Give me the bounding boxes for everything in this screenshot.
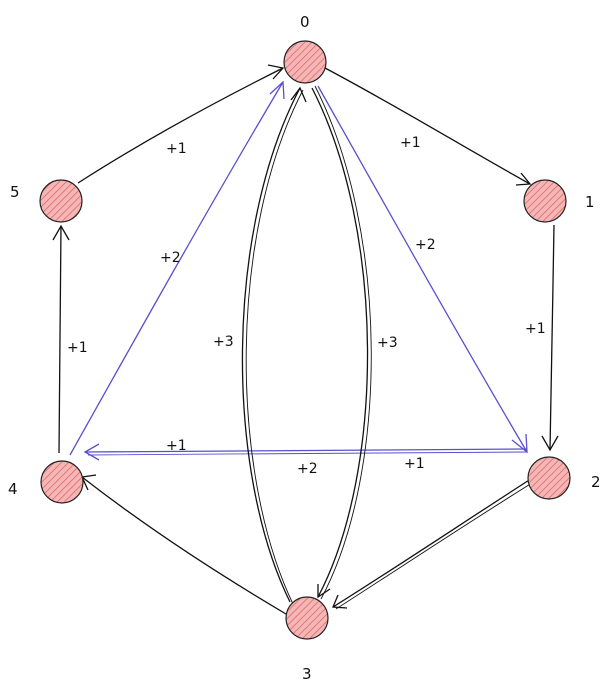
node-5-circle — [39, 179, 83, 223]
edge-2-3-line-b — [335, 477, 541, 610]
edge-5-0-arrowhead — [267, 64, 285, 80]
edge-0-2-label: +2 — [415, 237, 436, 253]
node-5: 5 — [10, 179, 83, 223]
edge-0-1-line — [324, 67, 531, 185]
edge-2-3-arrowhead — [332, 594, 348, 609]
edge-1-2-label: +1 — [525, 321, 546, 337]
edge-3-to-0: +3 — [213, 86, 307, 605]
node-2-label: 2 — [591, 473, 601, 491]
edge-0-3-line-b — [314, 85, 372, 600]
edge-4-0-line — [69, 81, 284, 456]
edge-0-1-label: +1 — [400, 135, 421, 151]
edge-4-0-arrowhead — [269, 80, 285, 100]
node-1-label: 1 — [585, 193, 595, 211]
edge-0-to-1: +1 — [324, 67, 532, 186]
edge-2-4-label: +2 — [297, 461, 318, 477]
edge-4-5-arrowhead — [52, 224, 70, 241]
edge-2-3-label: +1 — [404, 456, 425, 472]
edge-3-4-line — [81, 476, 287, 615]
edge-4-to-5: +1 — [52, 224, 88, 454]
node-0: 0 — [283, 13, 327, 84]
edge-3-0-label: +3 — [213, 334, 234, 350]
edge-4-to-0: +2 — [69, 80, 285, 456]
edge-5-to-0: +1 — [77, 64, 285, 184]
edge-0-1-arrowhead — [515, 172, 532, 186]
edge-5-0-line — [77, 67, 284, 184]
edge-4-0-label: +2 — [160, 250, 181, 266]
edge-3-0-line — [241, 87, 301, 603]
edge-0-to-3: +3 — [311, 85, 398, 600]
edge-2-4-line-b — [87, 451, 528, 456]
edge-3-4-label: +1 — [166, 438, 187, 454]
node-0-label: 0 — [300, 13, 310, 31]
node-4: 4 — [8, 460, 84, 504]
edge-4-5-line — [58, 225, 62, 454]
edges-layer: +1 +1 +1 +1 +1 — [52, 64, 559, 615]
edge-3-0-arrowhead — [290, 86, 307, 103]
node-4-circle — [40, 460, 84, 504]
edge-2-to-4: +2 — [83, 443, 528, 477]
edge-2-3-line — [332, 474, 538, 608]
edge-0-to-2: +2 — [317, 85, 528, 454]
node-2: 2 — [527, 456, 601, 500]
node-3: 3 — [285, 596, 329, 683]
node-3-circle — [285, 596, 329, 640]
edge-1-2-arrowhead — [541, 435, 559, 452]
edge-2-to-3: +1 — [332, 456, 541, 610]
node-1-circle — [523, 179, 567, 223]
edge-0-3-line — [311, 87, 369, 598]
edge-2-4-line — [84, 448, 528, 453]
node-3-label: 3 — [302, 665, 312, 683]
node-1: 1 — [523, 179, 595, 223]
edge-2-4-arrowhead — [83, 443, 100, 461]
nodes-layer: 0 1 2 3 4 5 — [8, 13, 601, 683]
edge-1-2-line — [549, 224, 555, 451]
edge-3-0-line-b — [245, 89, 304, 605]
edge-0-3-label: +3 — [377, 335, 398, 351]
node-4-label: 4 — [8, 480, 18, 498]
edge-3-to-4: +1 — [81, 438, 287, 615]
edge-0-2-line — [317, 85, 528, 453]
node-0-circle — [283, 40, 327, 84]
edge-1-to-2: +1 — [525, 224, 559, 452]
edge-0-3-arrowhead — [317, 584, 331, 599]
node-2-circle — [527, 456, 571, 500]
edge-5-0-label: +1 — [166, 141, 187, 157]
edge-4-5-label: +1 — [67, 340, 88, 356]
node-5-label: 5 — [10, 183, 20, 201]
